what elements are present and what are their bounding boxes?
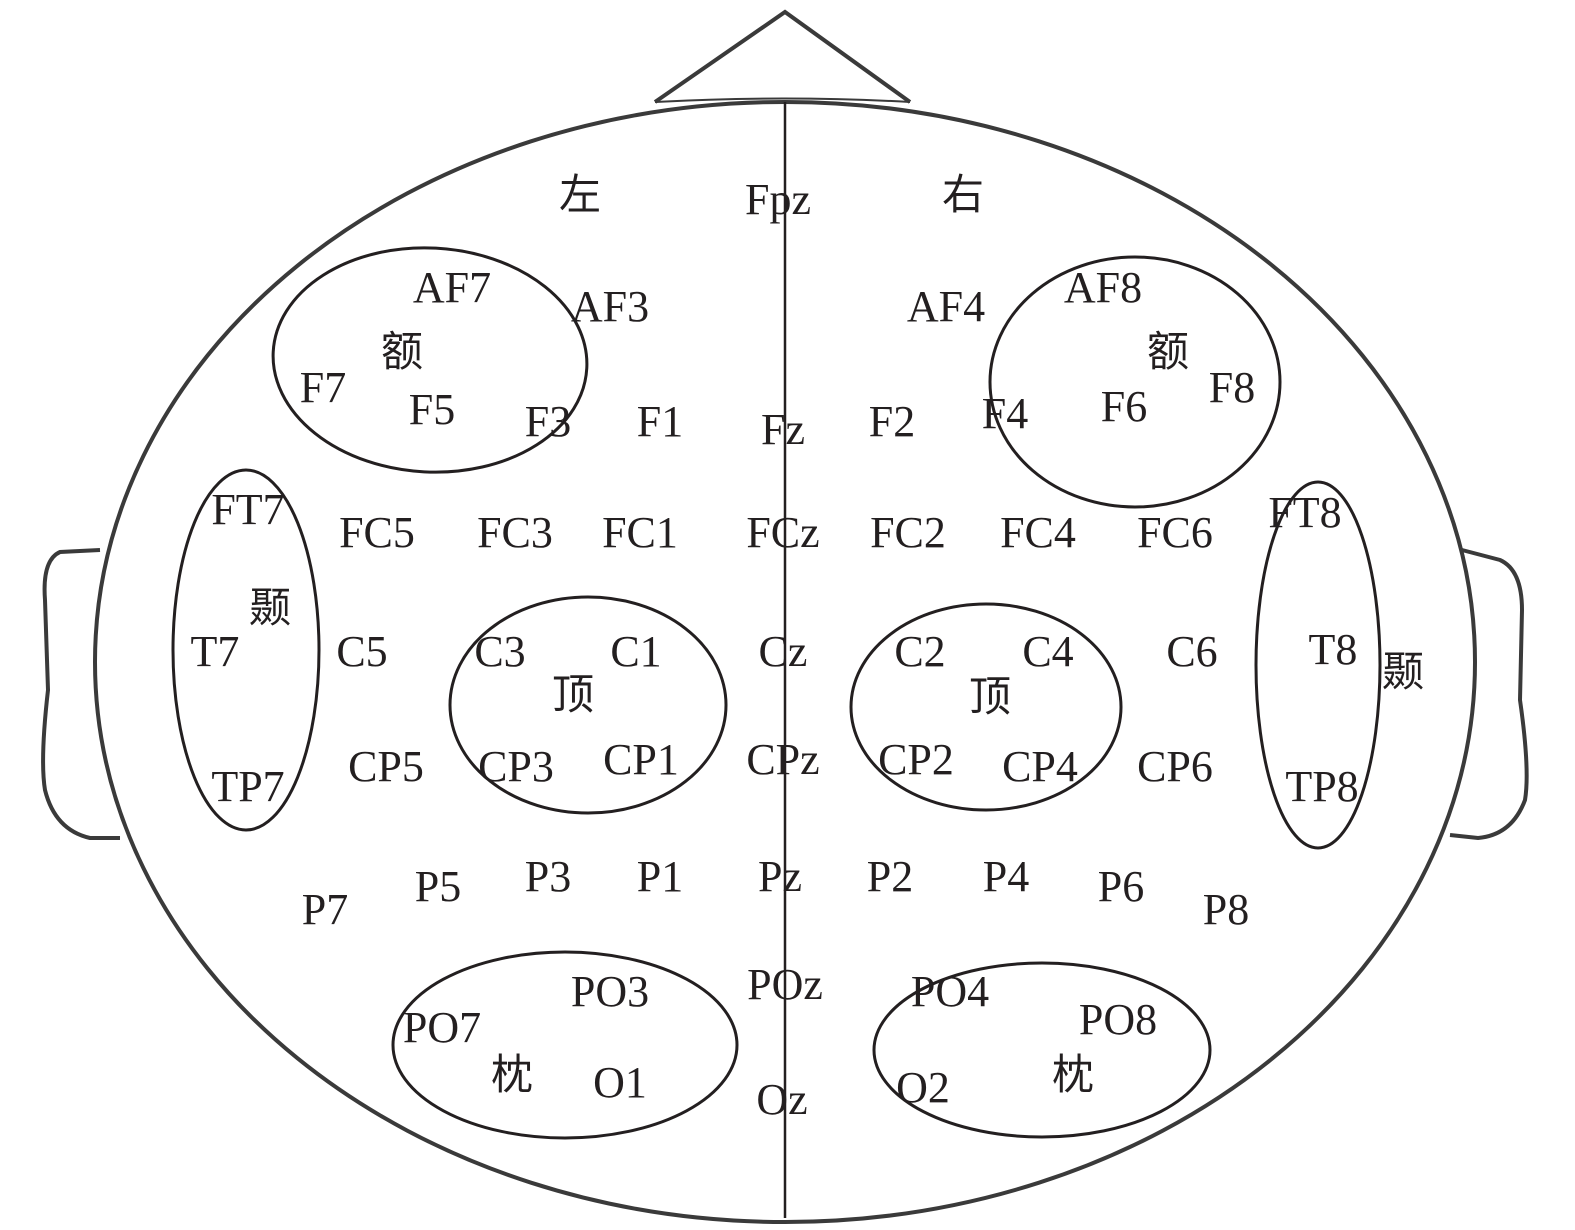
electrode-label-pz: Pz <box>758 852 802 901</box>
electrode-label-po4: PO4 <box>910 967 990 1016</box>
electrode-label-f7: F7 <box>299 363 347 412</box>
region-label-occipital-left: 枕 <box>490 1050 534 1099</box>
electrode-label-po3: PO3 <box>570 967 650 1016</box>
electrode-label-af3: AF3 <box>570 282 650 331</box>
electrode-label-oz: Oz <box>756 1075 808 1124</box>
electrode-label-poz: POz <box>747 960 823 1009</box>
nose-shape <box>653 9 912 104</box>
electrode-label-cp4: CP4 <box>1002 742 1078 791</box>
electrode-label-af7: AF7 <box>412 263 492 312</box>
electrode-label-tp7: TP7 <box>211 762 285 811</box>
electrode-label-fc5: FC5 <box>339 508 415 557</box>
region-label-parietal-right: 顶 <box>968 672 1012 721</box>
electrode-label-cz: Cz <box>758 627 808 676</box>
occipital-left-region <box>391 950 739 1140</box>
electrode-label-po8: PO8 <box>1078 995 1158 1044</box>
electrode-label-p4: P4 <box>982 852 1030 901</box>
electrode-label-p7: P7 <box>301 885 349 934</box>
electrode-label-ft8: FT8 <box>1268 488 1342 537</box>
parietal-left-region <box>448 595 728 815</box>
electrode-label-f2: F2 <box>868 397 916 446</box>
electrode-label-fpz: Fpz <box>745 175 811 224</box>
electrode-label-po7: PO7 <box>402 1003 482 1052</box>
electrode-label-tp8: TP8 <box>1285 762 1359 811</box>
electrode-label-c2: C2 <box>894 627 946 676</box>
electrode-label-o2: O2 <box>896 1063 950 1112</box>
parietal-right-region <box>849 602 1123 812</box>
electrode-label-f8: F8 <box>1208 363 1256 412</box>
region-label-parietal-left: 顶 <box>551 670 595 719</box>
electrode-label-fc3: FC3 <box>477 508 553 557</box>
frontal-right-region <box>988 255 1282 509</box>
electrode-label-t7: T7 <box>190 627 240 676</box>
electrode-label-p5: P5 <box>414 862 462 911</box>
electrode-label-af4: AF4 <box>906 282 986 331</box>
electrode-label-c5: C5 <box>336 627 388 676</box>
side-label-left: 左 <box>558 170 602 219</box>
electrode-label-p2: P2 <box>866 852 914 901</box>
electrode-label-cp6: CP6 <box>1137 742 1213 791</box>
electrode-label-c1: C1 <box>610 627 662 676</box>
electrode-label-ft7: FT7 <box>211 485 285 534</box>
electrode-label-cp3: CP3 <box>478 742 554 791</box>
electrode-label-f6: F6 <box>1100 382 1148 431</box>
right-ear <box>1449 548 1529 841</box>
electrode-label-fcz: FCz <box>746 508 820 557</box>
side-label-right: 右 <box>941 170 985 219</box>
electrode-label-fc2: FC2 <box>870 508 946 557</box>
electrode-label-o1: O1 <box>593 1058 647 1107</box>
electrode-label-p1: P1 <box>636 852 684 901</box>
electrode-label-af8: AF8 <box>1063 263 1143 312</box>
electrode-label-cp2: CP2 <box>878 735 954 784</box>
electrode-label-c3: C3 <box>474 627 526 676</box>
electrode-label-c6: C6 <box>1166 627 1218 676</box>
region-label-frontal-right: 额 <box>1146 327 1190 376</box>
electrode-label-p8: P8 <box>1202 885 1250 934</box>
electrode-label-cp5: CP5 <box>348 742 424 791</box>
electrode-label-c4: C4 <box>1022 627 1074 676</box>
temporal-right-region <box>1254 480 1382 850</box>
region-label-temporal-left: 颞 <box>248 583 292 632</box>
frontal-left-region <box>271 246 589 474</box>
electrode-label-fc4: FC4 <box>1000 508 1076 557</box>
electrode-label-fc6: FC6 <box>1137 508 1213 557</box>
region-label-temporal-right: 颞 <box>1381 647 1425 696</box>
electrode-label-p3: P3 <box>524 852 572 901</box>
electrode-label-f5: F5 <box>408 385 456 434</box>
electrode-label-f1: F1 <box>636 397 684 446</box>
electrode-label-t8: T8 <box>1308 625 1358 674</box>
left-ear <box>41 548 120 840</box>
electrode-label-fz: Fz <box>761 405 805 454</box>
region-label-frontal-left: 额 <box>380 327 424 376</box>
electrode-label-f3: F3 <box>524 397 572 446</box>
electrode-label-fc1: FC1 <box>602 508 678 557</box>
occipital-right-region <box>872 961 1212 1139</box>
electrode-label-p6: P6 <box>1097 862 1145 911</box>
temporal-left-region <box>171 468 321 832</box>
electrode-label-cpz: CPz <box>746 735 820 784</box>
region-label-occipital-right: 枕 <box>1051 1050 1095 1099</box>
electrode-label-f4: F4 <box>981 389 1029 438</box>
electrode-label-cp1: CP1 <box>603 735 679 784</box>
nose-base <box>654 97 911 103</box>
